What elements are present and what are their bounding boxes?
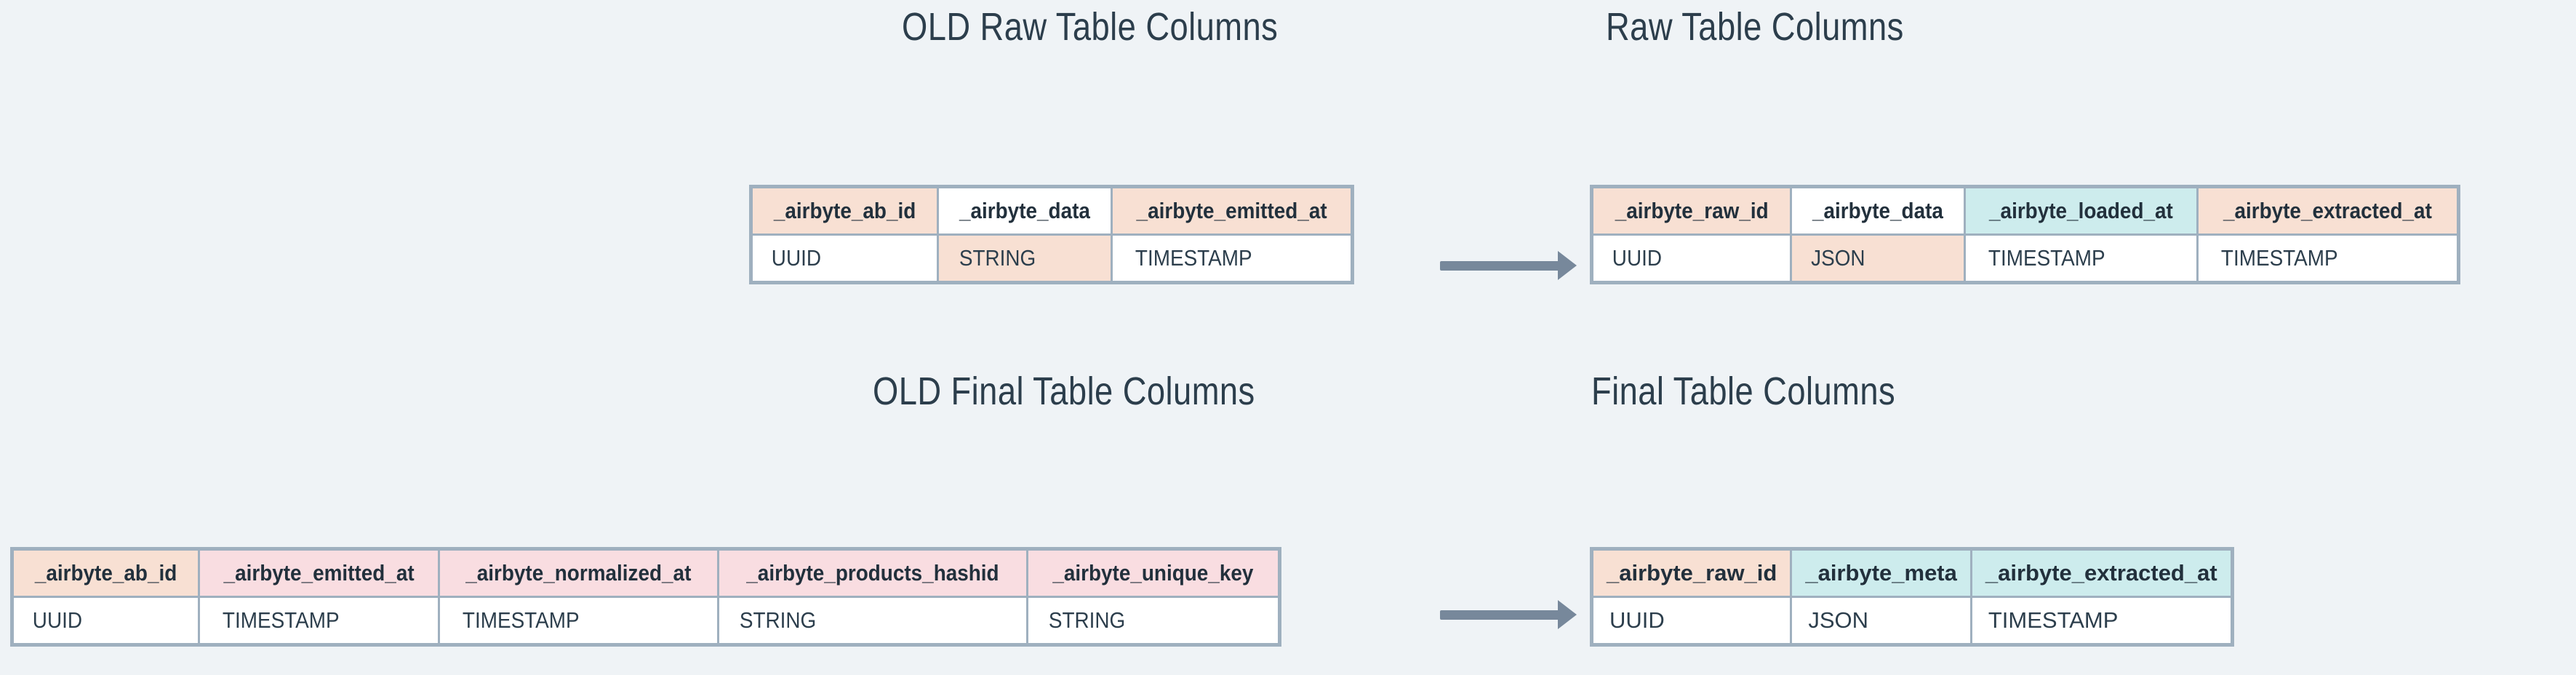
column-header-cell: _airbyte_extracted_at: [2196, 185, 2460, 236]
heading-raw-table-columns: Raw Table Columns: [1606, 5, 1904, 49]
column-type-cell: UUID: [749, 233, 940, 284]
raw-table-columns-table: _airbyte_raw_id_airbyte_data_airbyte_loa…: [1590, 185, 2460, 284]
column-type-cell: TIMESTAMP: [438, 596, 719, 646]
heading-old-final-table-columns: OLD Final Table Columns: [873, 370, 1255, 413]
column-header-cell: _airbyte_raw_id: [1590, 185, 1793, 236]
heading-old-raw-table-columns: OLD Raw Table Columns: [902, 5, 1279, 49]
arrow-shaft: [1440, 261, 1562, 271]
table-header-row: _airbyte_raw_id_airbyte_meta_airbyte_ext…: [1590, 548, 2233, 598]
arrow-right-icon-final: [1440, 600, 1578, 629]
column-header-cell: _airbyte_ab_id: [10, 548, 201, 598]
column-header-cell: _airbyte_unique_key: [1025, 548, 1281, 598]
column-header-cell: _airbyte_ab_id: [749, 185, 940, 236]
column-header-cell: _airbyte_emitted_at: [1110, 185, 1354, 236]
column-header-cell: _airbyte_data: [1790, 185, 1967, 236]
old-final-table-columns-table: _airbyte_ab_id_airbyte_emitted_at_airbyt…: [10, 547, 1281, 647]
arrow-shaft: [1440, 610, 1562, 620]
column-type-cell: TIMESTAMP: [198, 596, 441, 646]
final-table-columns-table: _airbyte_raw_id_airbyte_meta_airbyte_ext…: [1590, 547, 2234, 647]
column-header-cell: _airbyte_data: [937, 185, 1113, 236]
column-type-cell: JSON: [1790, 596, 1972, 646]
column-header-cell: _airbyte_raw_id: [1590, 548, 1793, 598]
column-type-cell: TIMESTAMP: [1969, 596, 2233, 646]
arrow-right-icon-raw: [1440, 251, 1578, 280]
column-header-cell: _airbyte_normalized_at: [438, 548, 719, 598]
old-raw-table-columns-table: _airbyte_ab_id_airbyte_data_airbyte_emit…: [749, 185, 1355, 284]
column-type-cell: UUID: [1590, 233, 1793, 284]
column-type-cell: TIMESTAMP: [1964, 233, 2199, 284]
column-header-cell: _airbyte_extracted_at: [1969, 548, 2233, 598]
column-header-cell: _airbyte_emitted_at: [198, 548, 441, 598]
column-type-cell: STRING: [937, 233, 1113, 284]
table-header-row: _airbyte_raw_id_airbyte_data_airbyte_loa…: [1590, 185, 2460, 236]
column-header-cell: _airbyte_loaded_at: [1964, 185, 2199, 236]
column-header-cell: _airbyte_products_hashid: [716, 548, 1028, 598]
column-type-cell: STRING: [716, 596, 1028, 646]
arrow-head: [1558, 251, 1577, 280]
heading-final-table-columns: Final Table Columns: [1591, 370, 1896, 413]
column-type-cell: UUID: [1590, 596, 1793, 646]
column-header-cell: _airbyte_meta: [1790, 548, 1972, 598]
column-type-cell: UUID: [10, 596, 201, 646]
table-header-row: _airbyte_ab_id_airbyte_emitted_at_airbyt…: [10, 548, 1281, 598]
arrow-head: [1558, 600, 1577, 629]
column-type-cell: TIMESTAMP: [2196, 233, 2460, 284]
column-type-cell: TIMESTAMP: [1110, 233, 1354, 284]
column-type-cell: JSON: [1790, 233, 1967, 284]
column-type-cell: STRING: [1025, 596, 1281, 646]
table-header-row: _airbyte_ab_id_airbyte_data_airbyte_emit…: [749, 185, 1354, 236]
